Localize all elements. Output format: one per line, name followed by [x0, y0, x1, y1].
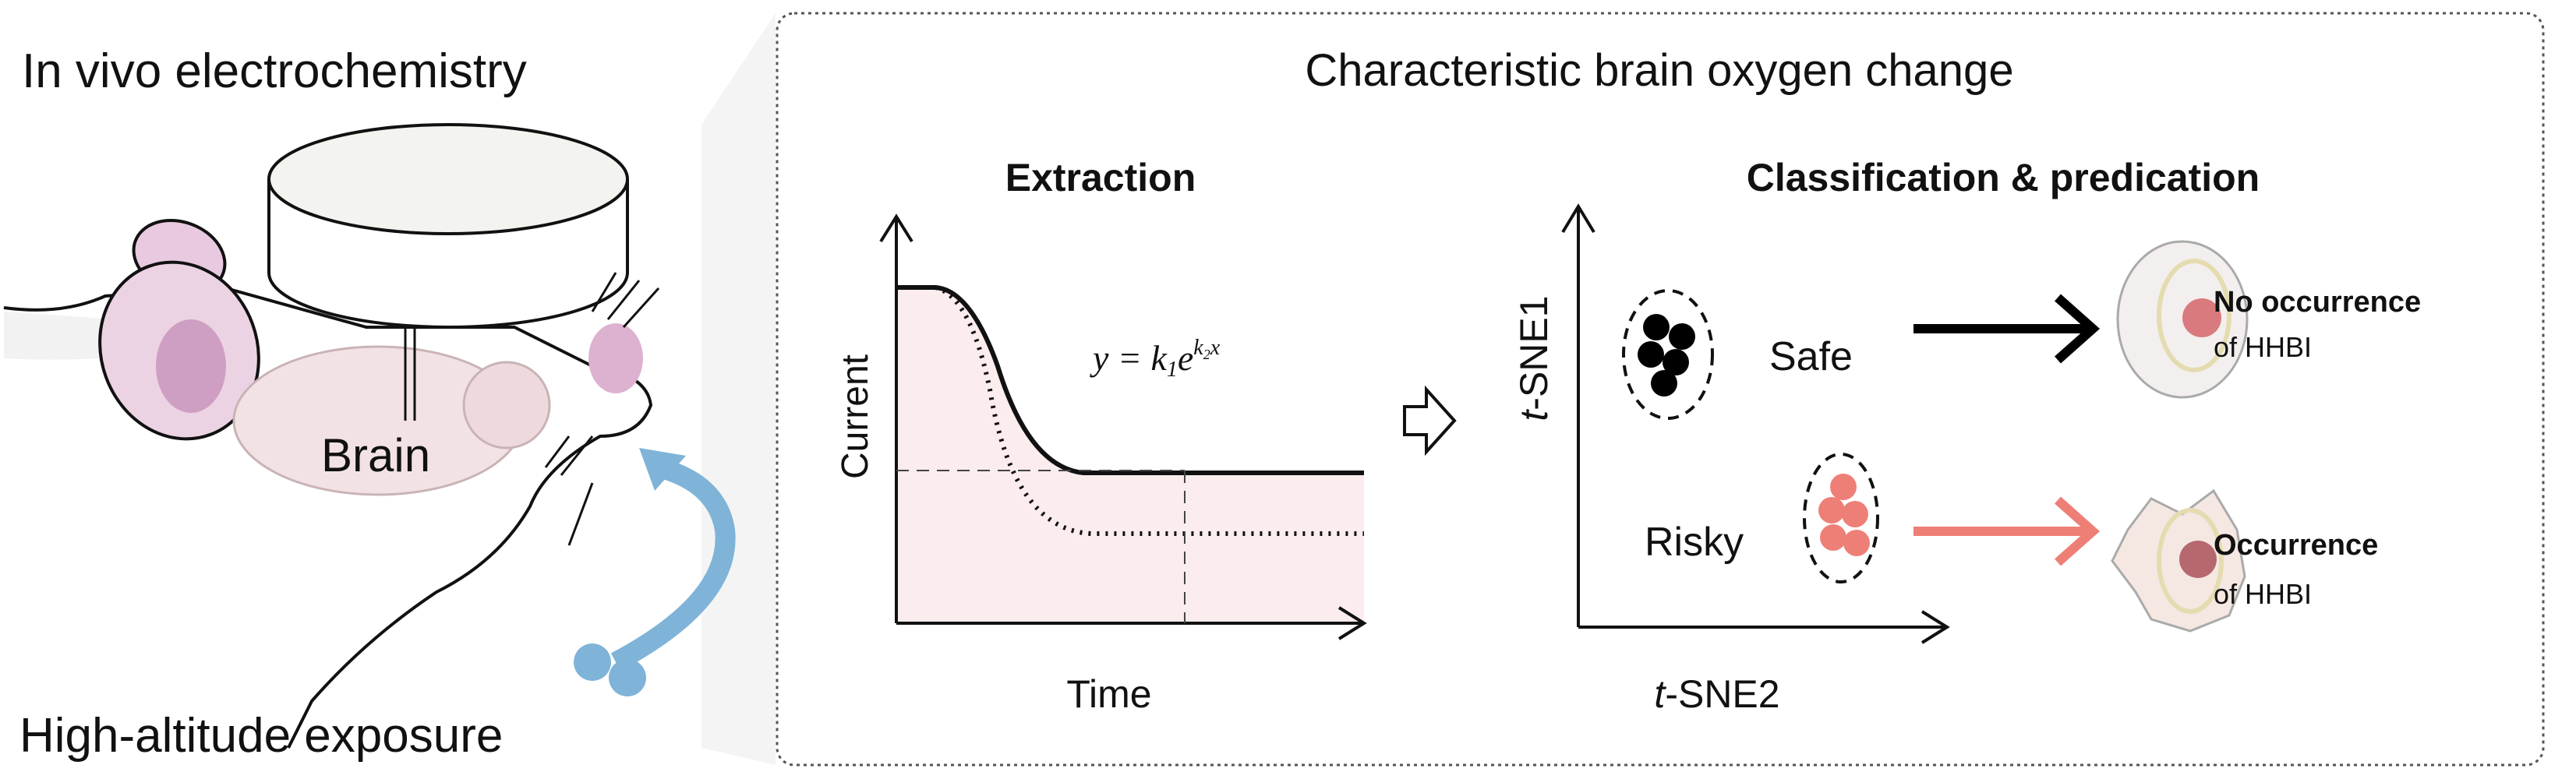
in-vivo-title: In vivo electrochemistry [22, 44, 527, 98]
extraction-plot: Extraction y = k1ek2x Current Time [835, 156, 1367, 716]
area-fill [896, 287, 1364, 623]
y-axis [879, 213, 913, 623]
hollow-arrow-icon [1403, 385, 1457, 456]
mouse-illustration: Brain In vivo electrochemistry High-alti… [3, 13, 776, 765]
x-axis-label: Time [1066, 672, 1151, 716]
tsne-x-axis [1578, 610, 1950, 644]
measured-curve [896, 285, 1364, 475]
tsne2-label: t-SNE2 [1654, 672, 1779, 716]
y-axis-label: Current [835, 354, 876, 479]
whiskers [544, 272, 660, 546]
tsne1-label: t-SNE1 [1512, 295, 1556, 421]
oxygen-molecule-icon [574, 643, 611, 681]
damaged-cell-icon [2111, 488, 2246, 633]
healthy-cell-icon [2116, 240, 2249, 399]
high-altitude-title: High-altitude exposure [19, 709, 503, 763]
analysis-panel-border [776, 12, 2545, 767]
ear-inner [156, 319, 226, 413]
x-axis [896, 606, 1367, 640]
safe-cluster [1622, 289, 1714, 420]
risky-outcome-line2: of HHBI [2214, 578, 2312, 610]
risky-cluster [1803, 453, 1879, 583]
safe-outcome-line2: of HHBI [2214, 331, 2312, 363]
risky-label: Risky [1645, 520, 1744, 565]
classification-heading: Classification & predication [1747, 156, 2260, 199]
guide-lines [896, 470, 1186, 623]
oxygen-question-arrow [610, 457, 736, 671]
risky-arrow [1913, 496, 2101, 566]
classification-plot: Classification & predication t-SNE1 t-SN… [1512, 156, 2421, 716]
panel-title: Characteristic brain oxygen change [1305, 45, 2013, 96]
risky-outcome-line1: Occurrence [2214, 529, 2378, 562]
nose [588, 323, 643, 393]
safe-arrow [1913, 294, 2101, 364]
safe-label: Safe [1769, 334, 1853, 379]
projection-shade [701, 13, 776, 765]
fit-equation: y = k1ek2x [1090, 336, 1221, 382]
extraction-heading: Extraction [1005, 156, 1196, 199]
safe-outcome-line1: No occurrence [2214, 286, 2421, 319]
tsne-y-axis [1561, 203, 1595, 627]
brain-label: Brain [321, 429, 430, 481]
